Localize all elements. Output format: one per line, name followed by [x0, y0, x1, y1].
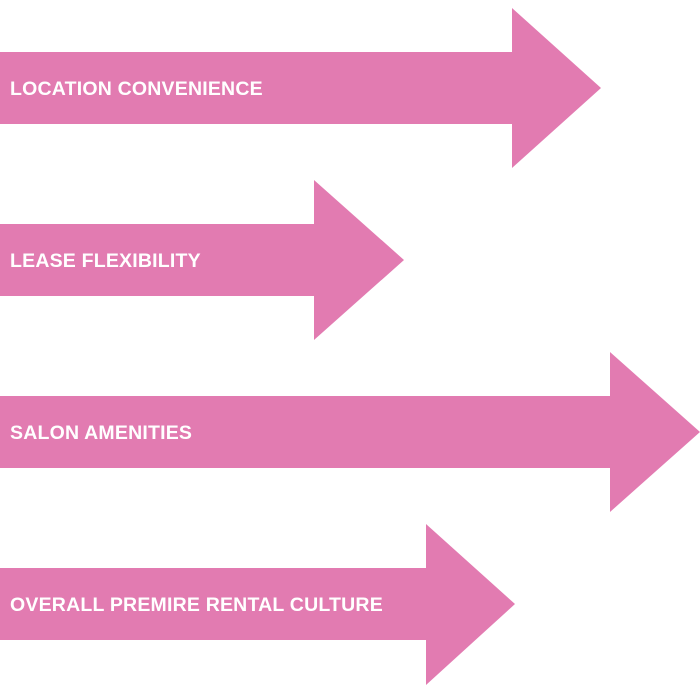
arrow-label: SALON AMENITIES: [10, 422, 192, 444]
arrow-shape: [0, 352, 700, 512]
arrow-label: LEASE FLEXIBILITY: [10, 250, 201, 272]
arrow-shape: [0, 180, 404, 340]
arrow-lease-flexibility: LEASE FLEXIBILITY: [0, 180, 404, 340]
arrow-overall-premire-rental-culture: OVERALL PREMIRE RENTAL CULTURE: [0, 524, 515, 685]
arrow-shape: [0, 524, 515, 685]
arrow-location-convenience: LOCATION CONVENIENCE: [0, 8, 601, 168]
arrow-label: OVERALL PREMIRE RENTAL CULTURE: [10, 594, 383, 616]
arrow-label: LOCATION CONVENIENCE: [10, 78, 263, 100]
arrow-shape: [0, 8, 601, 168]
arrow-salon-amenities: SALON AMENITIES: [0, 352, 700, 512]
